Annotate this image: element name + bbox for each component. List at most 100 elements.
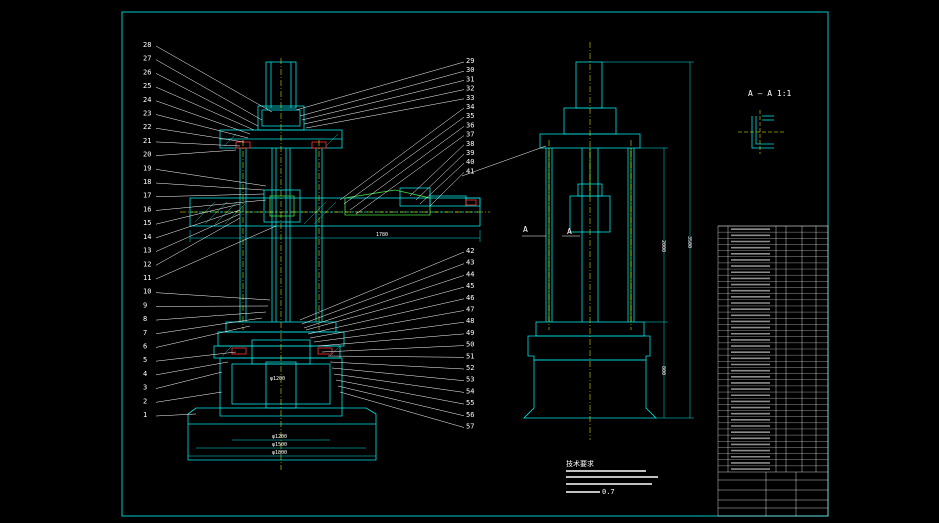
leader-line (335, 379, 465, 405)
part-number: 37 (466, 131, 474, 139)
dim-height-total: 3500 (686, 236, 692, 248)
dim-base-inner: φ1200 (272, 434, 287, 440)
leader-line (299, 70, 465, 117)
leader-line (155, 413, 197, 417)
leader-line (349, 126, 465, 211)
part-number: 24 (143, 96, 151, 104)
part-number: 44 (466, 270, 474, 278)
part-number: 38 (466, 140, 474, 148)
dim-column-dia: φ1200 (270, 376, 285, 382)
part-number: 49 (466, 329, 474, 337)
leader-line (317, 333, 465, 347)
part-number: 48 (466, 317, 474, 325)
leader-line (343, 116, 465, 205)
notes-final-suffix: 0.7 (602, 488, 615, 496)
part-number: 29 (466, 57, 474, 65)
leader-line (155, 182, 265, 191)
part-number: 35 (466, 112, 474, 120)
part-number: 42 (466, 247, 474, 255)
leader-line (155, 127, 245, 143)
part-number: 26 (143, 68, 151, 76)
leader-line (301, 263, 465, 325)
leader-line (415, 153, 465, 201)
leader-line (155, 351, 237, 362)
part-number: 25 (143, 82, 151, 90)
front-section-view (187, 61, 481, 461)
left-part-numbers: 2827262524232221201918171615141312111098… (143, 41, 151, 419)
part-number: 2 (143, 397, 147, 405)
drawing-frame (121, 11, 829, 517)
leader-line (155, 213, 241, 252)
leader-line (295, 61, 465, 111)
part-number: 22 (143, 123, 151, 131)
detail-title: A — A 1:1 (748, 89, 792, 98)
section-cut-right: A (567, 227, 572, 236)
leader-line (155, 361, 229, 376)
part-number: 15 (143, 219, 151, 227)
right-part-numbers: 2930313233343536373839404142434445464748… (466, 57, 474, 431)
part-number: 1 (143, 411, 147, 419)
part-number: 27 (143, 55, 151, 63)
leader-line (321, 345, 465, 353)
leader-line (155, 217, 241, 266)
dim-base-outer: φ1800 (272, 450, 287, 456)
part-number: 13 (143, 247, 151, 255)
part-number: 51 (466, 352, 474, 360)
part-number: 54 (466, 387, 474, 395)
part-number: 45 (466, 282, 474, 290)
leader-line (327, 355, 465, 358)
leader-line (155, 149, 237, 156)
leader-line (333, 373, 465, 393)
leader-line (305, 286, 465, 331)
part-number: 47 (466, 306, 474, 314)
part-number: 18 (143, 178, 151, 186)
leader-line (307, 298, 465, 335)
part-number: 52 (466, 364, 474, 372)
part-number: 12 (143, 260, 151, 268)
part-number: 56 (466, 411, 474, 419)
leader-line (155, 45, 273, 113)
part-number: 30 (466, 66, 474, 74)
part-number: 17 (143, 192, 151, 200)
dim-height-upper: 2000 (660, 240, 666, 252)
dim-arm-length: 1780 (376, 232, 388, 238)
leader-line (155, 100, 251, 135)
leader-line (155, 59, 263, 121)
part-number: 16 (143, 205, 151, 213)
part-number: 3 (143, 384, 147, 392)
leader-line (309, 310, 465, 339)
part-number: 34 (466, 103, 474, 111)
leader-line (155, 203, 241, 225)
part-number: 20 (143, 151, 151, 159)
leader-line (355, 135, 465, 215)
right-part-leaders (295, 61, 465, 428)
part-number: 32 (466, 85, 474, 93)
part-number: 43 (466, 259, 474, 267)
dimensions-side (602, 61, 694, 419)
notes-title: 技术要求 (566, 459, 594, 468)
leader-line (155, 193, 265, 197)
part-number: 50 (466, 341, 474, 349)
leader-line (155, 73, 259, 127)
notes-lines (566, 470, 658, 493)
part-number: 36 (466, 121, 474, 129)
leader-line (339, 107, 465, 201)
leader-line (299, 251, 465, 321)
part-number: 5 (143, 356, 147, 364)
leader-line (305, 98, 465, 129)
leader-line (429, 172, 465, 207)
part-number: 9 (143, 301, 147, 309)
leader-line (331, 367, 465, 381)
leader-line (155, 199, 267, 211)
part-number: 11 (143, 274, 151, 282)
part-number: 23 (143, 110, 151, 118)
leader-line (301, 80, 465, 121)
detail-section (751, 115, 774, 149)
part-number: 33 (466, 94, 474, 102)
leader-line (329, 361, 465, 370)
side-leader (461, 145, 547, 177)
part-number: 19 (143, 164, 151, 172)
part-number: 46 (466, 294, 474, 302)
part-number: 28 (143, 41, 151, 49)
